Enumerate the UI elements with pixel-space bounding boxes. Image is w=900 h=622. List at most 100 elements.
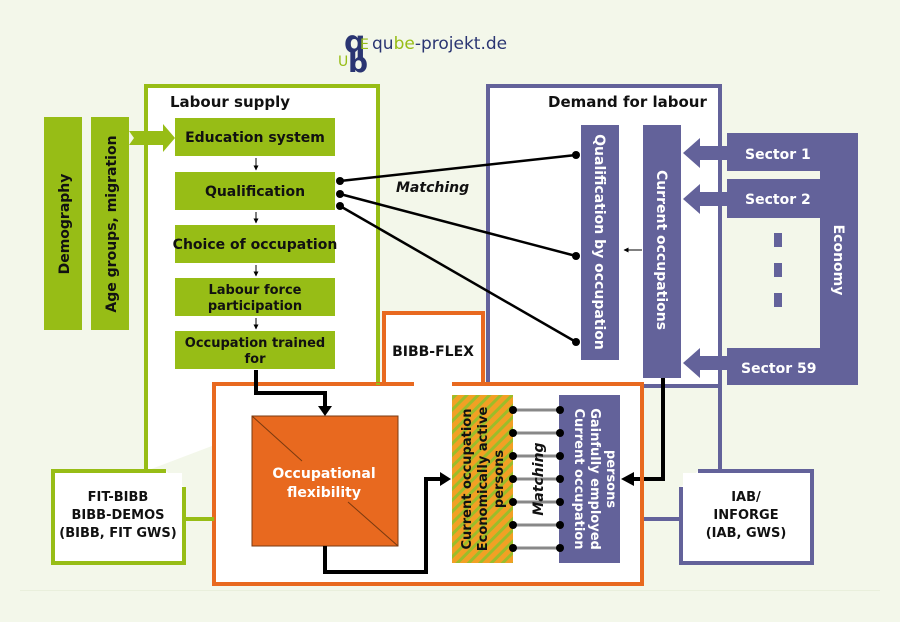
- sector-1-label: Sector 1: [745, 147, 811, 163]
- connector-dot: [572, 338, 580, 346]
- flexibility-diagonal: [347, 501, 399, 547]
- ladder-dot: [509, 521, 517, 529]
- flexibility-label-1: Occupational: [272, 466, 375, 482]
- iab-inforge-line-3: (IAB, GWS): [706, 526, 787, 541]
- sector-1-arrow-icon: [683, 138, 727, 168]
- flexibility-diagonal: [251, 415, 303, 462]
- step-education-system-label: Education system: [185, 130, 325, 146]
- bibb-flex-section: BIBB-FLEX Occupational flexibility Curre…: [212, 311, 665, 586]
- supply-steps: Education system Qualification Choice of…: [173, 118, 338, 369]
- sector-59-label: Sector 59: [741, 361, 816, 377]
- left-columns: Demography Age groups, migration: [44, 117, 175, 330]
- step-qualification-label: Qualification: [205, 184, 305, 200]
- ladder-dot: [509, 406, 517, 414]
- inner-matching-label: Matching: [531, 442, 547, 515]
- inner-matching-ladder: [509, 406, 564, 552]
- ellipsis-dash-1: [774, 233, 782, 247]
- logo-domain: -projekt.de: [415, 34, 507, 54]
- economically-active-bar: [452, 395, 513, 563]
- step-education-system: [175, 118, 335, 156]
- ladder-dot: [556, 498, 564, 506]
- logo-b: b: [348, 46, 368, 79]
- logo-qu: qu: [372, 34, 394, 54]
- connector-dot: [336, 202, 344, 210]
- fit-bibb-line-2: BIBB-DEMOS: [72, 508, 165, 523]
- qualification-by-occupation-label: Qualification by occupation: [591, 134, 607, 350]
- step-otf-label-2: for: [245, 352, 267, 367]
- fit-bibb-line-1: FIT-BIBB: [88, 490, 149, 505]
- arrow-head-icon: [318, 406, 332, 416]
- sector-59-arrow-icon: [683, 348, 727, 378]
- current-occupations-label: Current occupations: [653, 170, 669, 330]
- sector-2-label: Sector 2: [745, 192, 811, 208]
- arrow-head-icon: [440, 472, 451, 486]
- matching-line-1: [339, 153, 577, 183]
- sector-2-arrow-icon: [683, 184, 727, 214]
- logo-be: be: [394, 34, 415, 54]
- input-arrow-icon: [129, 124, 175, 152]
- ellipsis-dash-3: [774, 293, 782, 307]
- current-occupations-bar: [643, 125, 681, 378]
- bibb-flex-tab: [382, 311, 485, 383]
- ladder-dot: [509, 452, 517, 460]
- ladder-dot: [509, 475, 517, 483]
- supply-bar-label-3: persons: [492, 450, 507, 508]
- fit-bibb-box: FIT-BIBB BIBB-DEMOS (BIBB, FIT GWS): [51, 384, 214, 565]
- iab-inforge-line-2: INFORGE: [713, 508, 778, 523]
- demand-bar-label-1: Current occupation: [571, 409, 586, 550]
- step-labour-force-participation: [175, 278, 335, 316]
- economy-shape: [727, 133, 858, 385]
- age-groups-label: Age groups, migration: [104, 135, 120, 312]
- ellipsis-dash-2: [774, 263, 782, 277]
- gainfully-employed-bar: [559, 395, 620, 563]
- demography-label: Demography: [57, 174, 73, 275]
- ladder-dot: [556, 429, 564, 437]
- arrow-head-icon: [621, 472, 634, 486]
- matching-line-3: [339, 204, 577, 344]
- qualification-by-occupation-bar: [581, 125, 619, 360]
- connector-dot: [572, 252, 580, 260]
- ladder-dot: [556, 521, 564, 529]
- ladder-dot: [556, 452, 564, 460]
- fit-bibb-line-3: (BIBB, FIT GWS): [59, 526, 176, 541]
- step-choice-of-occupation: [175, 225, 335, 263]
- step-lfp-label-2: participation: [208, 299, 302, 314]
- step-lfp-label-1: Labour force: [208, 283, 301, 298]
- trained-to-flexibility-connector: [254, 370, 327, 408]
- step-otf-label-1: Occupation trained: [185, 336, 325, 351]
- ladder-dot: [556, 406, 564, 414]
- step-choice-of-occupation-label: Choice of occupation: [173, 237, 338, 253]
- logo: q U b E qube-projekt.de: [338, 25, 507, 79]
- demography-column: [44, 117, 82, 330]
- matching-connectors: Matching: [336, 151, 580, 346]
- flexibility-label-2: flexibility: [287, 485, 361, 501]
- iab-inforge-box: IAB/ INFORGE (IAB, GWS): [644, 469, 814, 565]
- supply-bar-label-1: Current occupation: [460, 409, 475, 550]
- demand-bar-label-3: persons: [603, 450, 618, 508]
- economy-block: Economy Sector 1 Sector 2 Sector 59: [683, 86, 858, 386]
- ladder-dot: [509, 498, 517, 506]
- matching-label: Matching: [396, 180, 469, 196]
- ladder-dot: [556, 475, 564, 483]
- matching-line-2: [339, 192, 577, 258]
- connector-dot: [336, 190, 344, 198]
- demand-for-labour-title: Demand for labour: [548, 93, 707, 111]
- logo-e: E: [360, 37, 369, 53]
- ladder-dot: [509, 429, 517, 437]
- economy-label: Economy: [830, 225, 846, 296]
- logo-u: U: [338, 54, 348, 70]
- demand-bars: Qualification by occupation Current occu…: [581, 125, 681, 378]
- connector-dot: [572, 151, 580, 159]
- bibb-flex-title: BIBB-FLEX: [392, 344, 474, 360]
- connector-dot: [336, 177, 344, 185]
- demand-bar-label-2: Gainfully employed: [587, 408, 602, 550]
- bottom-divider: [20, 590, 880, 591]
- ladder-dot: [556, 544, 564, 552]
- labour-supply-title: Labour supply: [170, 93, 290, 111]
- step-occupation-trained-for: [175, 331, 335, 369]
- flexibility-to-supply-connector: [323, 477, 442, 574]
- age-groups-column: [91, 117, 129, 330]
- logo-wordmark: qube-projekt.de: [372, 34, 507, 54]
- iab-inforge-line-1: IAB/: [731, 490, 761, 505]
